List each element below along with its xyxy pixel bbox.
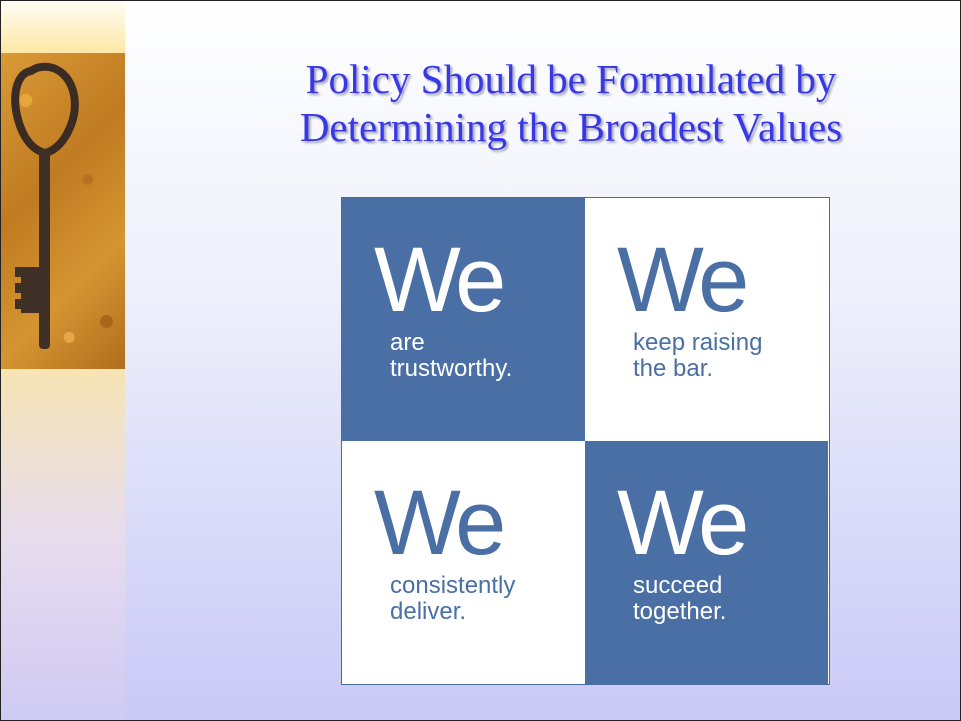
value-text-line-1: keep raising [633, 329, 763, 356]
value-text-line-1: consistently [390, 572, 516, 599]
value-card-together: We succeed together. [585, 441, 828, 684]
values-grid: We are trustworthy. We keep raising the … [341, 197, 830, 685]
title-line-1: Policy Should be Formulated by [305, 56, 837, 102]
value-text-line-2: together. [633, 598, 727, 625]
key-photo [1, 53, 125, 369]
key-icon [11, 62, 79, 349]
title-line-2: Determining the Broadest Values [299, 104, 843, 150]
value-we: We [374, 229, 506, 331]
value-card-trustworthy: We are trustworthy. [342, 198, 585, 441]
value-we: We [617, 472, 749, 574]
slide-title: Policy Should be Formulated by Determini… [201, 55, 941, 151]
value-text-line-2: trustworthy. [390, 355, 513, 382]
value-card-deliver: We consistently deliver. [342, 441, 585, 684]
value-text-line-1: succeed [633, 572, 723, 599]
value-text-line-2: the bar. [633, 355, 714, 382]
value-we: We [374, 472, 506, 574]
value-we: We [617, 229, 749, 331]
value-text-line-1: are [390, 329, 425, 356]
value-text-line-2: deliver. [390, 598, 467, 625]
value-card-raising-bar: We keep raising the bar. [585, 198, 828, 441]
